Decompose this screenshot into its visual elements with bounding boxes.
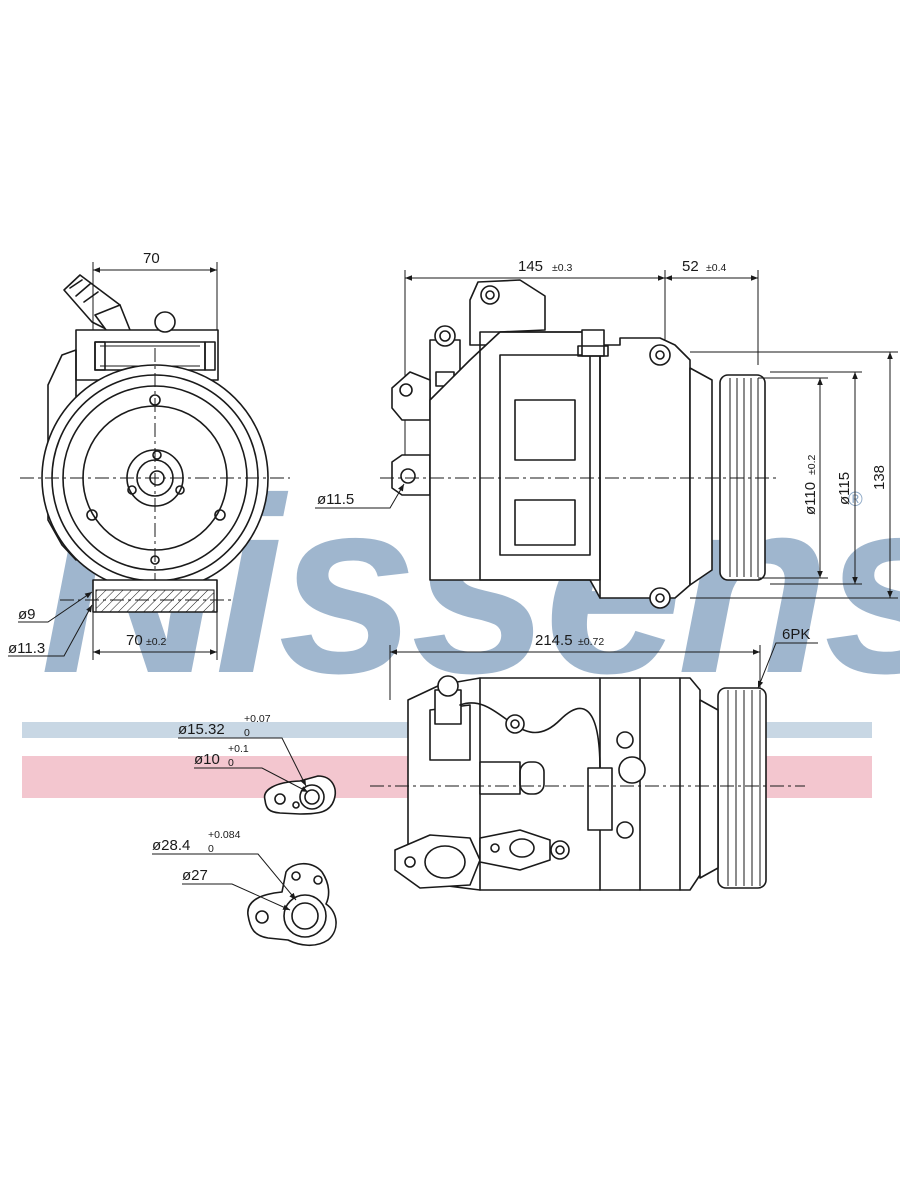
- port-small-inner-tol-upper: +0.1: [228, 743, 249, 755]
- dim-front-base-width: 70: [126, 632, 143, 649]
- port-small-outer-tol-upper: +0.07: [244, 713, 271, 725]
- port-small-outer: ø15.32: [178, 721, 225, 738]
- dim-pulley-outer: ø115: [836, 472, 853, 505]
- port-large-inner: ø27: [182, 867, 208, 884]
- port-small-inner-tol-lower: 0: [228, 757, 234, 769]
- dim-side-length-tol: ±0.3: [552, 262, 573, 274]
- dim-pulley-dia-tol: ±0.2: [806, 454, 818, 475]
- dim-side-length: 145: [518, 258, 543, 275]
- dim-hole-small: ø9: [18, 606, 36, 623]
- port-detail-large: ø28.4 +0.084 0 ø27: [152, 829, 337, 947]
- dim-pulley-dia: ø110: [802, 482, 819, 515]
- dim-hole-large: ø11.3: [8, 640, 45, 657]
- port-small-outer-tol-lower: 0: [244, 727, 250, 739]
- port-small-inner: ø10: [194, 751, 220, 768]
- port-detail-small: ø15.32 +0.07 0 ø10 +0.1 0: [178, 713, 336, 815]
- dim-front-base-tol: ±0.2: [146, 636, 167, 648]
- dim-overall-length-tol: ±0.72: [578, 636, 604, 648]
- port-large-outer: ø28.4: [152, 837, 190, 854]
- dim-belt-type: 6PK: [782, 626, 810, 643]
- dim-pulley-offset-tol: ±0.4: [706, 262, 727, 274]
- dim-front-width: 70: [143, 250, 160, 267]
- dim-pulley-offset: 52: [682, 258, 699, 275]
- port-large-outer-tol-lower: 0: [208, 843, 214, 855]
- top-view: 214.5 ±0.72 6PK: [370, 626, 818, 891]
- dim-mount-hole: ø11.5: [317, 491, 354, 508]
- port-large-outer-tol-upper: +0.084: [208, 829, 241, 841]
- dim-overall-height: 138: [871, 465, 888, 490]
- dim-overall-length: 214.5: [535, 632, 573, 649]
- front-view: 70 70 ±0.2 ø9 ø11.3: [8, 250, 290, 660]
- side-view: 145 ±0.3 52 ±0.4: [315, 258, 898, 609]
